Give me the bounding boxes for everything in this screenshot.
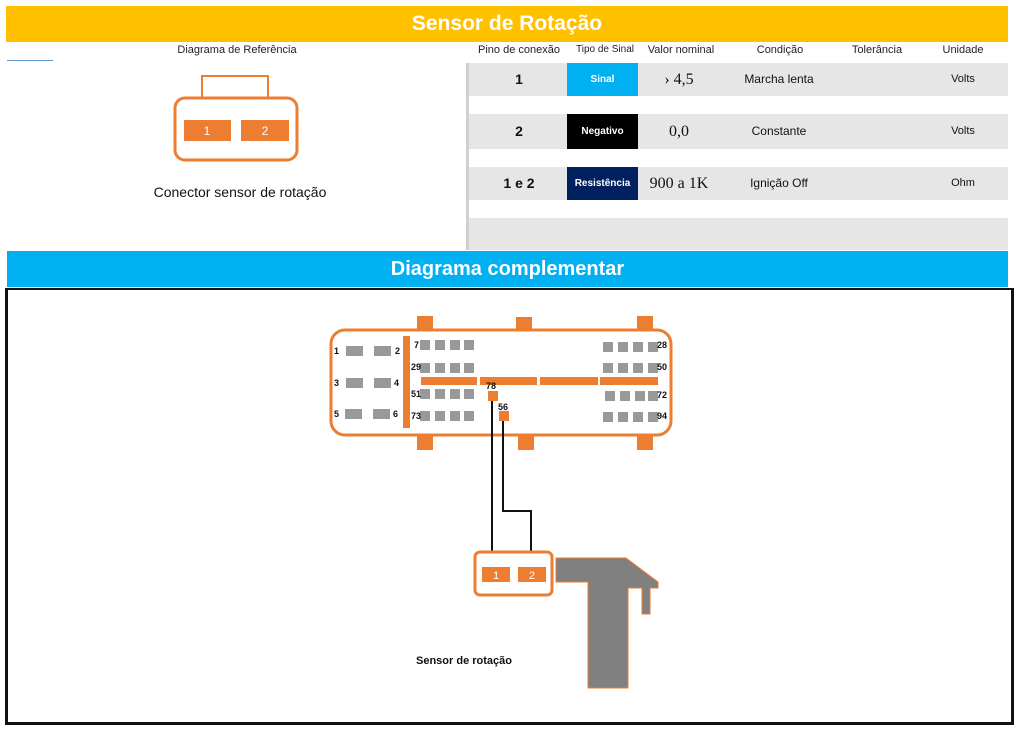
header-signal-type: Tipo de Sinal <box>576 44 634 55</box>
ecu-pin-56 <box>499 411 509 421</box>
pin-cell: 1 e 2 <box>503 175 535 191</box>
table-row: 1 e 2 Resistência 900 a 1K Ignição Off O… <box>469 167 1008 200</box>
pin-label: 5 <box>334 409 339 419</box>
pin-label: 73 <box>411 411 421 421</box>
ecu-pin-grid <box>345 340 658 422</box>
pin-label: 28 <box>657 340 667 350</box>
ecu-connector-tabs <box>417 316 653 450</box>
sensor-icon <box>555 557 659 689</box>
ecu-divider <box>403 336 410 428</box>
pin-1-label: 1 <box>204 124 211 138</box>
complementary-diagram: 1 2 3 4 5 6 7 28 29 50 51 72 73 94 78 56… <box>5 288 1014 725</box>
condition-cell: Ignição Off <box>750 176 808 190</box>
pin-label: 6 <box>393 409 398 419</box>
sensor-pin-label: 1 <box>493 570 499 582</box>
sensor-connector <box>473 550 554 597</box>
specs-table: 1 Sinal › 4,5 Marcha lenta Volts 2 Negat… <box>469 63 1008 250</box>
selection-underline <box>7 60 53 61</box>
pin-label: 72 <box>657 390 667 400</box>
page-title: Sensor de Rotação <box>6 6 1008 42</box>
pin-label: 94 <box>657 411 667 421</box>
pin-cell: 1 <box>515 71 523 87</box>
reference-caption: Conector sensor de rotação <box>154 184 327 200</box>
unit-cell: Volts <box>951 73 975 85</box>
header-diagram: Diagrama de Referência <box>177 44 297 56</box>
header-unit: Unidade <box>942 44 984 56</box>
pin-cell: 2 <box>515 123 523 139</box>
connector-pin-2 <box>241 120 289 141</box>
connector-latch <box>201 75 269 99</box>
pin-label: 7 <box>414 340 419 350</box>
pin-label: 50 <box>657 362 667 372</box>
table-row: 2 Negativo 0,0 Constante Volts <box>469 114 1008 149</box>
reference-diagram-panel: 1 2 Conector sensor de rotação <box>7 63 469 250</box>
pin-label: 51 <box>411 389 421 399</box>
nominal-cell: 0,0 <box>669 123 689 140</box>
signal-badge: Sinal <box>567 63 638 96</box>
nominal-cell: › 4,5 <box>664 71 694 88</box>
connector-body <box>173 96 299 162</box>
wires <box>491 401 532 552</box>
sensor-pin-label: 2 <box>529 570 535 582</box>
signal-badge: Negativo <box>567 114 638 149</box>
nominal-cell: 900 a 1K <box>649 175 709 192</box>
sensor-pin-2 <box>518 567 546 582</box>
sensor-label: Sensor de rotação <box>416 655 512 667</box>
sensor-pin-1 <box>482 567 510 582</box>
pin-label: 1 <box>334 346 339 356</box>
wiring-diagram: 1 2 3 4 5 6 7 28 29 50 51 72 73 94 78 56… <box>329 316 673 689</box>
condition-cell: Marcha lenta <box>744 72 814 86</box>
pin-label: 2 <box>395 346 400 356</box>
unit-cell: Ohm <box>951 177 975 189</box>
header-pin: Pino de conexão <box>478 44 560 56</box>
table-row: 1 Sinal › 4,5 Marcha lenta Volts <box>469 63 1008 96</box>
ecu-pin-78 <box>488 391 498 401</box>
header-nominal: Valor nominal <box>647 44 715 56</box>
pin-label: 78 <box>486 381 496 391</box>
pin-label: 56 <box>498 402 508 412</box>
pin-label: 3 <box>334 378 339 388</box>
pin-label: 29 <box>411 362 421 372</box>
header-condition: Condição <box>756 44 804 56</box>
signal-badge: Resistência <box>567 167 638 200</box>
pin-2-label: 2 <box>262 124 269 138</box>
pin-label: 4 <box>394 378 399 388</box>
section-title: Diagrama complementar <box>7 251 1008 287</box>
header-tolerance: Tolerância <box>851 44 903 56</box>
condition-cell: Constante <box>751 124 807 138</box>
connector-pin-1 <box>184 120 231 141</box>
reference-connector-drawing: 1 2 Conector sensor de rotação <box>154 75 327 200</box>
unit-cell: Volts <box>951 125 975 137</box>
ecu-rail <box>421 377 658 385</box>
